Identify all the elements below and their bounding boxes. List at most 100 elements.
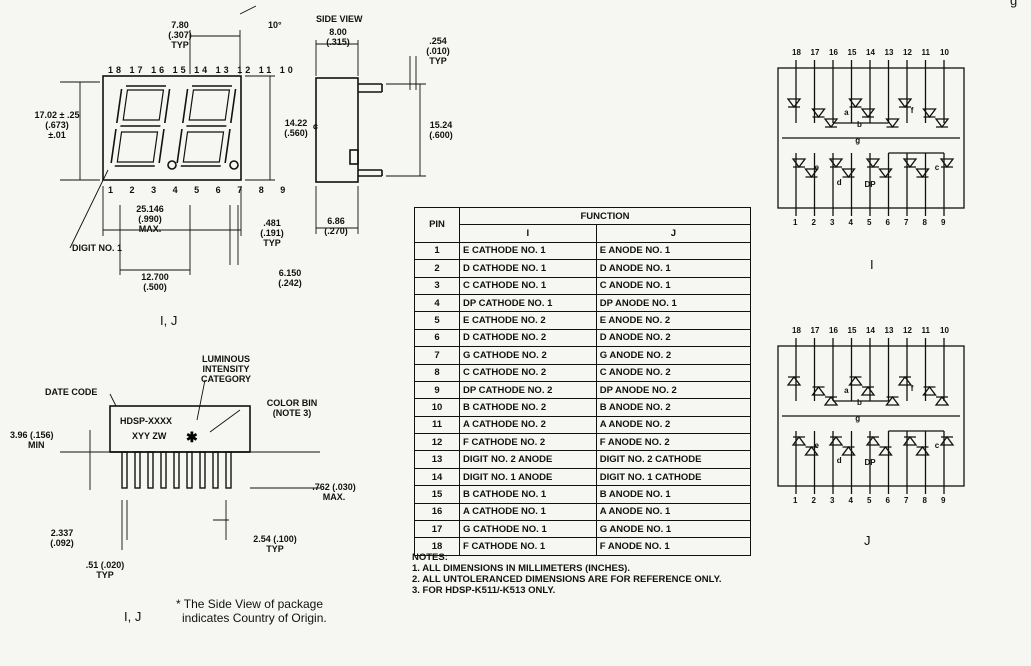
- pin-label: 3: [151, 185, 164, 195]
- diode-symbol: [939, 435, 955, 446]
- origin-footnote: * The Side View of package indicates Cou…: [176, 597, 327, 625]
- side-dim-height: 15.24 (.600): [429, 120, 453, 140]
- diode-symbol: [791, 435, 807, 446]
- diode-symbol: [811, 385, 826, 396]
- side-view-outline: [315, 40, 426, 234]
- diode-symbol: [878, 168, 893, 179]
- segment-label: g: [855, 136, 861, 145]
- notes-block: NOTES: 1. ALL DIMENSIONS IN MILLIMETERS …: [412, 552, 722, 596]
- diode-symbol: [786, 98, 802, 109]
- schematic-pin-label: 16: [829, 326, 838, 335]
- segment-label: f: [910, 384, 914, 393]
- dim-lead: .481 (.191) TYP: [260, 218, 284, 248]
- bottom-view-outline: ✱: [60, 379, 320, 550]
- segment-label: g: [855, 414, 861, 423]
- diode-symbol: [804, 168, 819, 179]
- diode-symbol: [865, 158, 881, 169]
- pin-cell: 4: [414, 293, 460, 313]
- side-dim-lead: .254 (.010) TYP: [426, 36, 450, 66]
- diode-symbol: [786, 375, 802, 386]
- segment-label: c: [934, 441, 940, 450]
- diode-symbol: [828, 158, 844, 169]
- schematic-pin-label: 9: [941, 496, 946, 505]
- segment-label: e: [814, 441, 819, 450]
- diode-symbol: [848, 98, 863, 109]
- schematic-pin-label: 1: [793, 496, 798, 505]
- schematic-pin-label: 6: [885, 496, 890, 505]
- pin-label: 16: [151, 65, 168, 75]
- diode-symbol: [865, 435, 881, 446]
- diode-symbol: [915, 445, 930, 456]
- schematic-pin-label: 2: [811, 496, 816, 505]
- schematic-pin-label: 15: [847, 326, 857, 335]
- front-top-pin-row: 18 17 16 15 14 13 12 11 10: [108, 65, 296, 75]
- function-j-cell: F ANODE NO. 1: [595, 537, 752, 556]
- note-item: 3. FOR HDSP-K511/-K513 ONLY.: [412, 585, 556, 596]
- pin-cell: 18: [414, 537, 460, 556]
- diode-symbol: [804, 445, 819, 456]
- schematic-pin-label: 17: [810, 326, 820, 335]
- dp-label: DP: [864, 180, 876, 189]
- dim-right: 14.22 (.560): [284, 118, 308, 138]
- schematic-pin-label: 13: [884, 48, 894, 57]
- bottom-dim-pitch: 2.54 (.100) TYP: [253, 534, 297, 554]
- diode-symbol: [902, 158, 918, 169]
- pin-label: 2: [129, 185, 142, 195]
- dim-width: 25.146 (.990) MAX.: [136, 204, 164, 234]
- segment-label: c: [934, 163, 940, 172]
- schematic-j-label: J: [864, 533, 871, 548]
- note-item: 2. ALL UNTOLERANCED DIMENSIONS ARE FOR R…: [412, 574, 722, 585]
- pin-label: 1: [108, 185, 121, 195]
- schematic-pin-label: 14: [866, 48, 875, 57]
- side-view-title: SIDE VIEW: [316, 14, 363, 24]
- schematic-pin-label: 1: [793, 218, 798, 227]
- front-bottom-pin-row: 1 2 3 4 5 6 7 8 9: [108, 185, 292, 195]
- diode-symbol: [922, 385, 937, 396]
- dim-angle: 10°: [268, 20, 282, 30]
- color-bin-label: COLOR BIN (NOTE 3): [266, 398, 318, 418]
- dim-left: 17.02 ± .25 (.673) ±.01: [34, 110, 80, 140]
- segment-label: a: [844, 386, 849, 395]
- front-caption: I, J: [160, 313, 178, 328]
- pin-label: 6: [215, 185, 228, 195]
- diode-symbol: [860, 385, 876, 396]
- dim-pin-pitch: 12.700 (.500): [141, 272, 169, 292]
- lot-marking: XYY ZW: [132, 431, 167, 441]
- schematic-pin-label: 4: [848, 218, 853, 227]
- schematic-pin-label: 16: [829, 48, 838, 57]
- front-view-outline: [60, 5, 275, 275]
- pin-label: 14: [194, 65, 211, 75]
- segment-label: d: [836, 178, 842, 187]
- schematic-pin-label: 18: [792, 48, 801, 57]
- schematic-pin-label: 17: [810, 48, 820, 57]
- bottom-dim-right: .762 (.030) MAX.: [312, 482, 356, 502]
- schematic-pin-label: 5: [867, 496, 872, 505]
- segment-label: d: [836, 456, 842, 465]
- schematic-pin-label: 5: [867, 218, 872, 227]
- corner-glyph: g: [1010, 0, 1018, 8]
- diode-symbol: [897, 98, 913, 109]
- luminous-label: LUMINOUS INTENSITY CATEGORY: [200, 354, 251, 384]
- diode-symbol: [848, 375, 863, 386]
- diode-symbol: [791, 158, 807, 169]
- pin-label: 18: [108, 65, 125, 75]
- side-dim-bottom: 6.86 (.270): [324, 216, 348, 236]
- pin-label: 7: [237, 185, 250, 195]
- schematic-frame: [777, 67, 965, 209]
- diode-symbol: [878, 445, 893, 456]
- side-dim-top: 8.00 (.315): [326, 27, 350, 47]
- diode-symbol: [811, 108, 826, 119]
- dp-label: DP: [864, 458, 876, 467]
- pin-label: 9: [280, 185, 293, 195]
- diode-symbol: [915, 168, 930, 179]
- segment-label: b: [857, 120, 862, 129]
- digit-label: DIGIT NO. 1: [72, 243, 123, 253]
- schematic-j: [777, 338, 965, 494]
